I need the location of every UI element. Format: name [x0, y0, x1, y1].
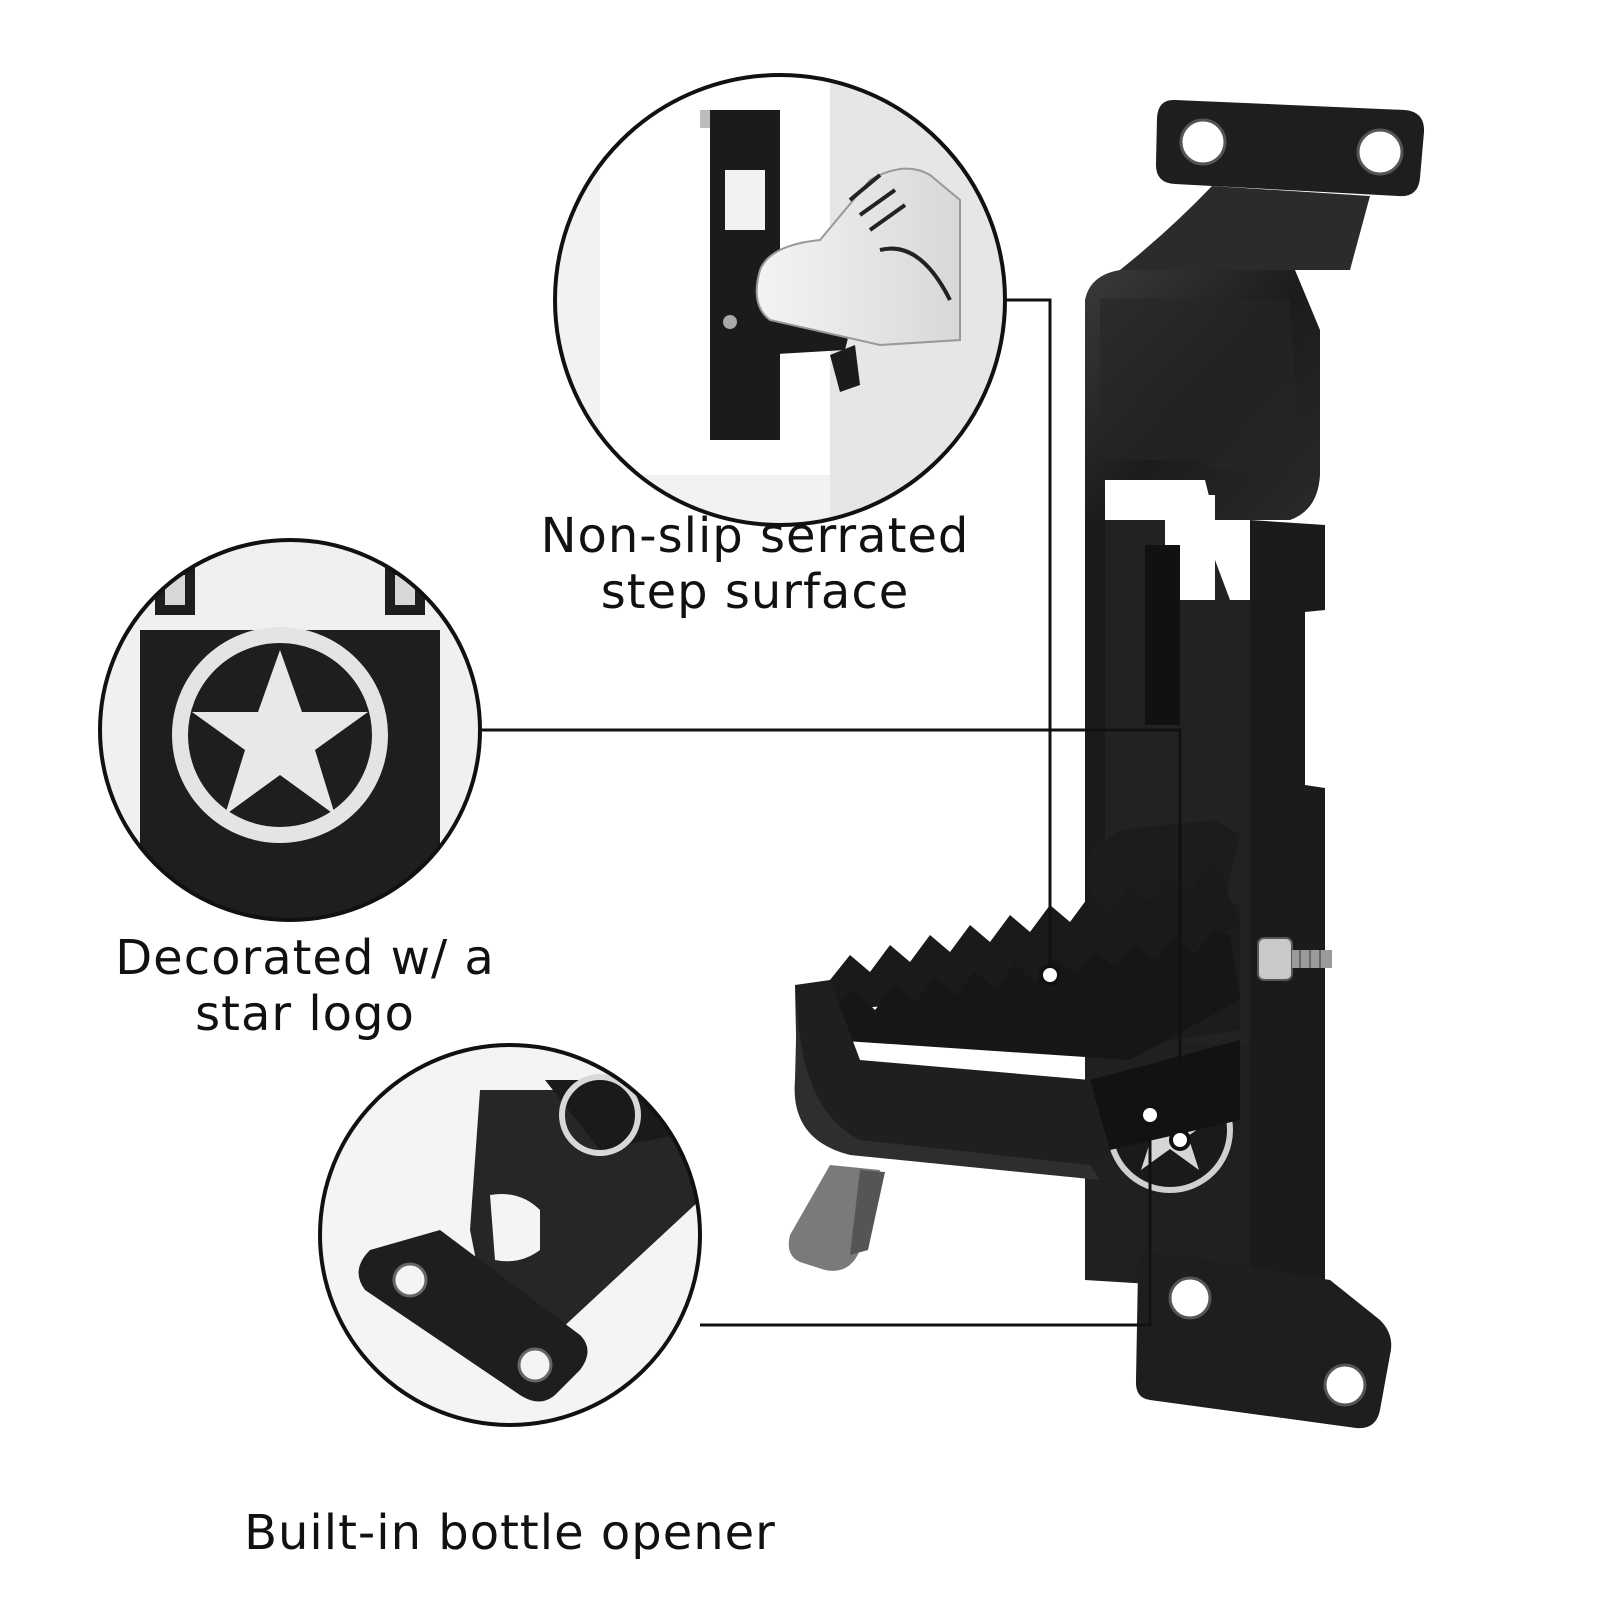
- sneaker-icon: [755, 167, 961, 347]
- bottle-opener-slot-icon: [490, 1194, 540, 1262]
- star-ring-icon: [172, 627, 388, 843]
- caption-star-logo: Decorated w/ a star logo: [95, 930, 515, 1042]
- detail-circle-step-in-use: [553, 73, 1007, 527]
- leader-lines: [480, 298, 1182, 1327]
- callout-dot-icon: [1169, 1129, 1191, 1151]
- caption-line: step surface: [600, 564, 910, 620]
- mount-hole-icon: [1179, 118, 1227, 166]
- star-icon: [192, 650, 368, 815]
- bolt-thread-icon: [1292, 950, 1332, 968]
- bolt-nut-icon: [1257, 937, 1293, 981]
- caption-line: Built-in bottle opener: [244, 1505, 776, 1561]
- mount-hole-icon: [1356, 128, 1404, 176]
- leader-line-star: [480, 728, 1182, 1130]
- detail-circle-star-logo: [98, 538, 482, 922]
- caption-serrated-step: Non-slip serrated step surface: [520, 508, 990, 620]
- callout-dot-icon: [1139, 1104, 1161, 1126]
- caption-line: Decorated w/ a: [115, 930, 495, 986]
- leader-line-serrated: [1005, 298, 1052, 975]
- leader-line-opener: [700, 1120, 1152, 1327]
- serrated-step-pedal: [788, 820, 1332, 1271]
- caption-line: star logo: [195, 986, 415, 1042]
- mount-hole-icon: [1323, 1363, 1367, 1407]
- caption-line: Non-slip serrated: [540, 508, 970, 564]
- leader-dots: [1039, 964, 1191, 1151]
- mount-hole-icon: [1168, 1276, 1212, 1320]
- door-step-bracket: [1085, 99, 1425, 1429]
- detail-circle-bottle-opener: [318, 1043, 702, 1427]
- callout-dot-icon: [1039, 964, 1061, 986]
- caption-bottle-opener: Built-in bottle opener: [220, 1505, 800, 1561]
